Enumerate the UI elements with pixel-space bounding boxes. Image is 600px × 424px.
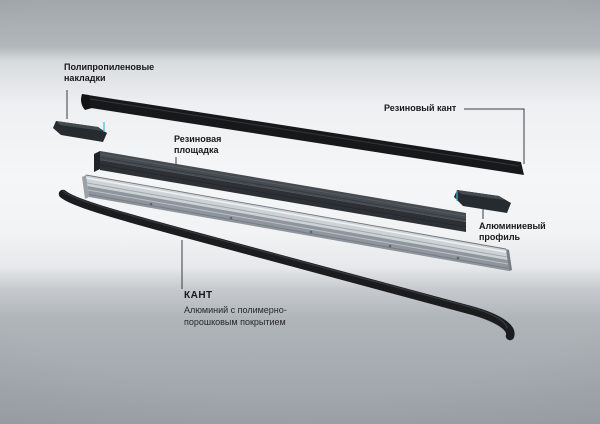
kant-frame-tube	[58, 189, 515, 341]
rivet-dot	[388, 244, 392, 248]
label-rubber-edge-text: Резиновый кант	[384, 103, 457, 113]
label-aluminum-profile: Алюминиевый профиль	[479, 221, 546, 243]
label-polypropylene-line1: Полипропиленовые	[64, 62, 155, 72]
cap-left-top-face	[56, 121, 103, 131]
rubber-pad	[94, 151, 467, 232]
rivet-dot	[229, 216, 233, 220]
aluminum-profile-rib-4	[88, 194, 509, 269]
label-polypropylene-caps: Полипропиленовые накладки	[64, 62, 154, 84]
rubber-edge-body	[88, 95, 524, 175]
label-rubber-pad: Резиновая площадка	[174, 134, 221, 156]
kant-frame-highlight	[62, 190, 508, 329]
label-kant-subtitle: Алюминий с полимерно- порошковым покрыти…	[184, 304, 287, 328]
label-rubber-pad-line2: площадка	[174, 145, 219, 155]
label-kant-title-text: КАНТ	[184, 290, 213, 301]
aluminum-profile-rib-3	[87, 189, 509, 265]
rubber-edge-strip	[81, 94, 524, 175]
aluminum-profile-left-end	[82, 175, 89, 199]
aluminum-profile-rib-1	[86, 177, 507, 253]
aluminum-profile	[82, 174, 512, 271]
rubber-pad-rib-3	[99, 164, 467, 228]
polypropylene-end-cap-left	[53, 121, 107, 142]
rivet-dot	[309, 230, 313, 234]
rivet-dot	[149, 202, 153, 206]
label-polypropylene-line2: накладки	[64, 73, 106, 83]
leader-lines	[66, 90, 525, 289]
rubber-edge-highlight	[89, 98, 520, 167]
aluminum-profile-top-edge	[85, 174, 507, 250]
label-aluminum-line1: Алюминиевый	[479, 221, 546, 231]
rivet-dot	[456, 256, 460, 260]
cap-left-body	[53, 121, 107, 142]
label-aluminum-line2: профиль	[479, 232, 521, 242]
label-rubber-pad-line1: Резиновая	[174, 134, 222, 144]
leader-rubber-edge	[464, 108, 525, 164]
rubber-pad-rib-2	[99, 157, 467, 220]
cap-right-top-face	[457, 190, 505, 200]
polypropylene-end-cap-right	[454, 190, 511, 213]
aluminum-profile-right-end	[506, 249, 512, 271]
label-kant-subtitle-line2: порошковым покрытием	[184, 317, 286, 327]
aluminum-profile-rib-2	[87, 182, 508, 258]
label-kant-title: КАНТ	[184, 290, 213, 301]
rubber-pad-rib-1	[99, 153, 467, 217]
rubber-pad-left-end	[94, 151, 100, 172]
label-rubber-edge: Резиновый кант	[384, 103, 456, 114]
kant-frame	[58, 189, 515, 341]
label-kant-subtitle-line1: Алюминий с полимерно-	[184, 305, 287, 315]
